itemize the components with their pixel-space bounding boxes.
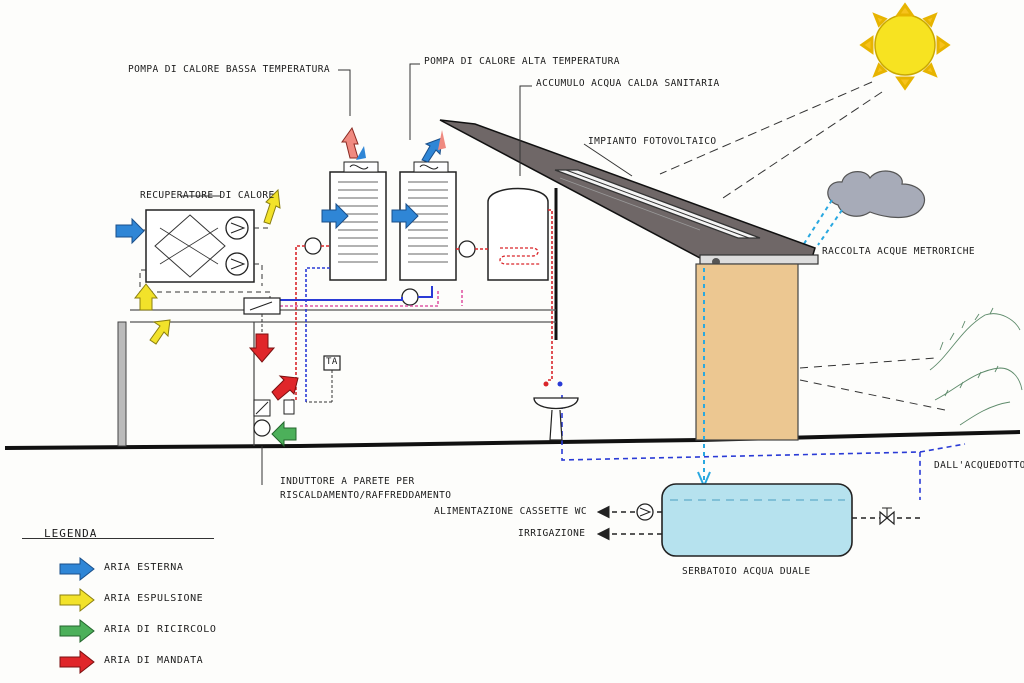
- legend-label: ARIA ESPULSIONE: [104, 593, 204, 604]
- ground-line: [4, 430, 1021, 450]
- label-heat-recovery: RECUPERATORE DI CALORE: [140, 190, 275, 201]
- legend-item-recirculation-air: ARIA DI RICIRCOLO: [58, 618, 216, 644]
- valve-icon: [879, 507, 895, 526]
- label-irrigation: IRRIGAZIONE: [518, 528, 586, 539]
- sun-icon: [859, 2, 951, 91]
- wooden-wall: [695, 263, 799, 441]
- thermostat-ta: [306, 355, 341, 403]
- legend-title: LEGENDA: [44, 527, 98, 540]
- pipes: [270, 209, 966, 500]
- label-dhw-storage: ACCUMULO ACQUA CALDA SANITARIA: [536, 78, 720, 89]
- rain-lines: [799, 199, 843, 251]
- label-wc-feed: ALIMENTAZIONE CASSETTE WC: [434, 506, 587, 517]
- trees: [929, 307, 1023, 426]
- exhaust-air-arrow: [263, 188, 281, 225]
- heat-pump-low-temp: [329, 161, 387, 281]
- label-heat-pump-low: POMPA DI CALORE BASSA TEMPERATURA: [128, 64, 330, 75]
- label-heat-pump-high: POMPA DI CALORE ALTA TEMPERATURA: [424, 56, 620, 67]
- blue-arrow-icon: [59, 556, 95, 582]
- wall-inductor: [243, 297, 299, 485]
- fresh-air-arrow: [133, 283, 159, 311]
- label-ta: TA: [326, 357, 338, 367]
- label-rainwater: RACCOLTA ACQUE METRORICHE: [822, 246, 975, 257]
- dual-water-tank: [661, 483, 853, 557]
- legend-label: ARIA DI RICIRCOLO: [104, 624, 217, 635]
- pv-panel: [554, 169, 761, 239]
- legend-item-supply-air: ARIA DI MANDATA: [58, 649, 203, 675]
- green-arrow-icon: [59, 618, 95, 644]
- dhw-tank: [487, 187, 549, 281]
- legend-item-outside-air: ARIA ESTERNA: [58, 556, 183, 582]
- label-dual-tank: SERBATOIO ACQUA DUALE: [682, 566, 811, 577]
- label-inductor-line2: RISCALDAMENTO/RAFFREDDAMENTO: [280, 490, 452, 501]
- red-arrow-icon: [59, 649, 95, 675]
- leader-lines: [180, 63, 816, 256]
- outside-air-arrow: [115, 217, 145, 245]
- legend-label: ARIA ESTERNA: [104, 562, 184, 573]
- sun-rays: [659, 81, 883, 201]
- legend-item-exhaust-air: ARIA ESPULSIONE: [58, 587, 203, 613]
- cloud-icon: [827, 170, 925, 219]
- legend-underline: [22, 538, 214, 539]
- label-aqueduct: DALL'ACQUEDOTTO: [934, 460, 1024, 471]
- heat-pump-high-temp: [399, 161, 457, 281]
- yellow-arrow-icon: [59, 587, 95, 613]
- label-pv-system: IMPIANTO FOTOVOLTAICO: [588, 136, 717, 147]
- sink: [533, 381, 579, 441]
- legend-label: ARIA DI MANDATA: [104, 655, 204, 666]
- heat-recovery-unit: [145, 209, 255, 283]
- label-inductor-line1: INDUTTORE A PARETE PER: [280, 476, 415, 487]
